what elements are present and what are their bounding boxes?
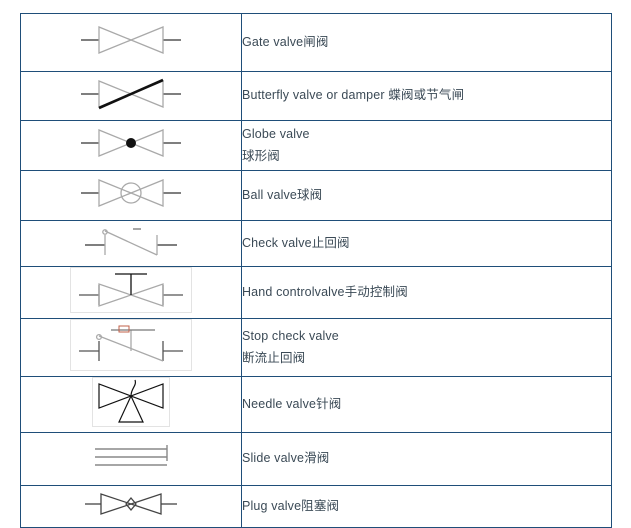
valve-symbol-table: Gate valve闸阀 (20, 13, 612, 528)
description-cell: Needle valve针阀 (241, 376, 612, 433)
description-line: Gate valve闸阀 (242, 34, 329, 49)
description-cell: Butterfly valve or damper 蝶阀或节气闸 (241, 71, 612, 121)
symbol-cell (20, 432, 242, 486)
symbol-cell (20, 170, 242, 221)
description-line: Check valve止回阀 (242, 235, 350, 250)
butterfly-valve-symbol (71, 74, 191, 114)
table-row: Plug valve阻塞阀 (20, 485, 612, 528)
description-line-cn: 球形阀 (242, 148, 280, 163)
description-line: Globe valve (242, 126, 310, 141)
gate-valve-symbol (71, 20, 191, 60)
slide-valve-symbol (71, 439, 191, 475)
symbol-cell (20, 13, 242, 72)
table-row: Ball valve球阀 (20, 170, 612, 221)
table-row: Stop check valve 断流止回阀 (20, 318, 612, 377)
stop-check-valve-symbol (70, 319, 192, 371)
symbol-cell (20, 376, 242, 433)
description-line: Plug valve阻塞阀 (242, 498, 340, 513)
description-line: Butterfly valve or damper 蝶阀或节气闸 (242, 88, 465, 103)
symbol-cell (20, 485, 242, 528)
description-line: Needle valve针阀 (242, 396, 342, 411)
needle-valve-symbol (92, 377, 170, 427)
ball-valve-symbol (71, 173, 191, 213)
symbol-cell (20, 220, 242, 267)
hand-control-valve-symbol (70, 267, 192, 313)
plug-valve-symbol (71, 486, 191, 522)
check-valve-symbol (71, 221, 191, 261)
description-line-cn: 断流止回阀 (242, 350, 306, 365)
description-cell: Stop check valve 断流止回阀 (241, 318, 612, 377)
symbol-cell (20, 120, 242, 171)
table-row: Check valve止回阀 (20, 220, 612, 267)
table-row: Globe valve 球形阀 (20, 120, 612, 171)
symbol-cell (20, 71, 242, 121)
description-line: Hand controlvalve手动控制阀 (242, 284, 408, 299)
description-line: Slide valve滑阀 (242, 451, 330, 466)
table-row: Hand controlvalve手动控制阀 (20, 266, 612, 319)
table-row: Needle valve针阀 (20, 376, 612, 433)
table-row: Gate valve闸阀 (20, 13, 612, 72)
table-row: Slide valve滑阀 (20, 432, 612, 486)
description-cell: Slide valve滑阀 (241, 432, 612, 486)
description-cell: Plug valve阻塞阀 (241, 485, 612, 528)
table-row: Butterfly valve or damper 蝶阀或节气闸 (20, 71, 612, 121)
description-cell: Check valve止回阀 (241, 220, 612, 267)
symbol-cell (20, 318, 242, 377)
description-cell: Ball valve球阀 (241, 170, 612, 221)
description-cell: Globe valve 球形阀 (241, 120, 612, 171)
globe-valve-symbol (71, 123, 191, 163)
description-cell: Gate valve闸阀 (241, 13, 612, 72)
description-line: Stop check valve (242, 328, 339, 343)
symbol-cell (20, 266, 242, 319)
description-cell: Hand controlvalve手动控制阀 (241, 266, 612, 319)
description-line: Ball valve球阀 (242, 187, 323, 202)
valve-table-body: Gate valve闸阀 (20, 13, 612, 528)
